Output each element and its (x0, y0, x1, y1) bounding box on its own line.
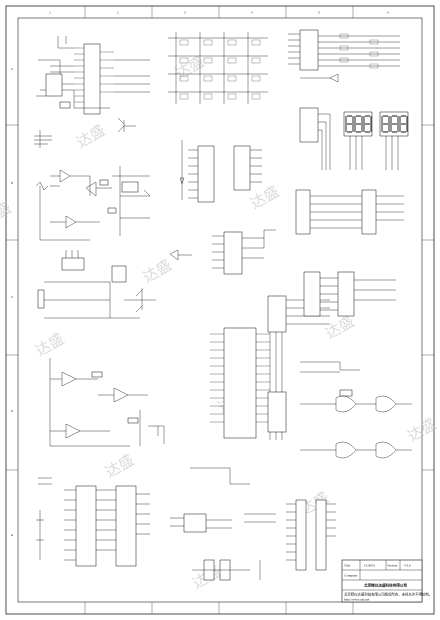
zone-label-top-5: 5 (318, 11, 320, 15)
connector-circuit (286, 499, 336, 571)
memory-circuit (36, 477, 150, 567)
outer-border (5, 5, 435, 615)
version-value: V3.0 (404, 564, 411, 568)
watermark-layer: 达盛 达盛 达盛 达盛 达盛 达盛 达盛 达盛 达盛 达盛 达盛 达盛 (0, 52, 440, 592)
watermark-text: 达盛 (172, 52, 207, 83)
website-text: http://www.qnl.net (344, 598, 369, 602)
watermark-text: 达盛 (32, 330, 67, 361)
watermark-text: 达盛 (247, 182, 282, 213)
logic-gates-circuit (300, 271, 412, 459)
title-value: CC8051 (364, 564, 376, 568)
zone-label-left-e: E (11, 533, 13, 537)
opamp-circuit (35, 166, 151, 241)
title-label: Title (344, 564, 351, 568)
watermark-text: 达盛 (0, 198, 14, 229)
power-circuit (170, 467, 276, 581)
border-zone-ticks (6, 6, 434, 614)
adc-circuit (37, 250, 156, 319)
seven-segment-circuit (295, 107, 409, 235)
watermark-text: 达盛 (102, 451, 137, 482)
zone-label-top-4: 4 (251, 11, 253, 15)
zone-label-left-d: D (11, 409, 14, 413)
company-label: Company (344, 574, 357, 578)
inner-border (17, 17, 423, 603)
version-label: Version (387, 564, 398, 568)
led-driver-circuit (288, 29, 400, 83)
zone-label-top-2: 2 (117, 11, 119, 15)
title-block: Title CC8051 Version V3.0 Company 北京精仪达盛… (341, 559, 432, 603)
zone-label-top-6: 6 (387, 11, 389, 15)
lower-opamp-circuit (49, 358, 165, 447)
watermark-text: 达盛 (322, 312, 357, 343)
zone-label-left-c: C (11, 295, 14, 299)
watermark-text: 达盛 (73, 121, 108, 152)
zone-label-top-3: 3 (184, 11, 186, 15)
zone-label-left-b: B (11, 181, 13, 185)
main-cpu-circuit (210, 295, 330, 440)
watermark-text: 达盛 (140, 256, 175, 287)
relay-ic-circuit (169, 140, 276, 275)
key-matrix-circuit (168, 32, 268, 104)
zone-label-top-1: 1 (49, 11, 51, 15)
company-value: 北京精仪达盛科技有限公司 (364, 583, 408, 588)
copyright-notice: 北京精仪达盛科技有限公司版权所有，未经允许不得仿制。 (344, 592, 432, 597)
mcu-circuit (34, 36, 150, 148)
zone-label-left-a: A (11, 67, 13, 71)
